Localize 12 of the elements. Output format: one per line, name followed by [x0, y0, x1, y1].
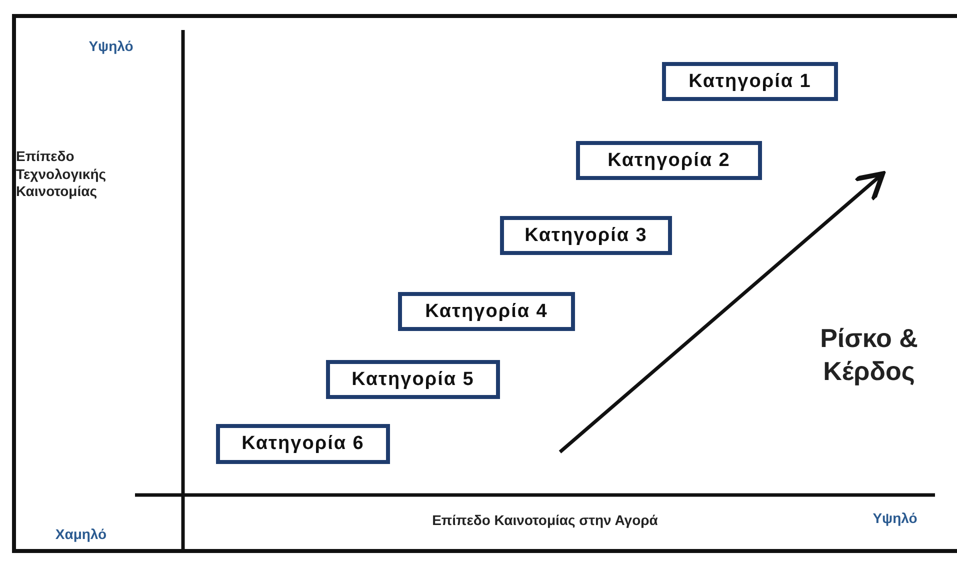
axis-label: Υψηλό: [88, 38, 134, 56]
category-box: Κατηγορία 5: [326, 360, 500, 399]
axis-label: Υψηλό: [872, 510, 918, 528]
category-box: Κατηγορία 2: [576, 141, 762, 180]
category-box: Κατηγορία 1: [662, 62, 838, 101]
category-box: Κατηγορία 4: [398, 292, 575, 331]
risk-profit-label: Ρίσκο & Κέρδος: [819, 322, 919, 387]
category-box: Κατηγορία 6: [216, 424, 390, 464]
axis-label: Επίπεδο Τεχνολογικής Καινοτομίας: [16, 148, 108, 200]
axis-label: Επίπεδο Καινοτομίας στην Αγορά: [431, 512, 659, 530]
axis-label: Χαμηλό: [54, 526, 108, 544]
category-box: Κατηγορία 3: [500, 216, 672, 255]
